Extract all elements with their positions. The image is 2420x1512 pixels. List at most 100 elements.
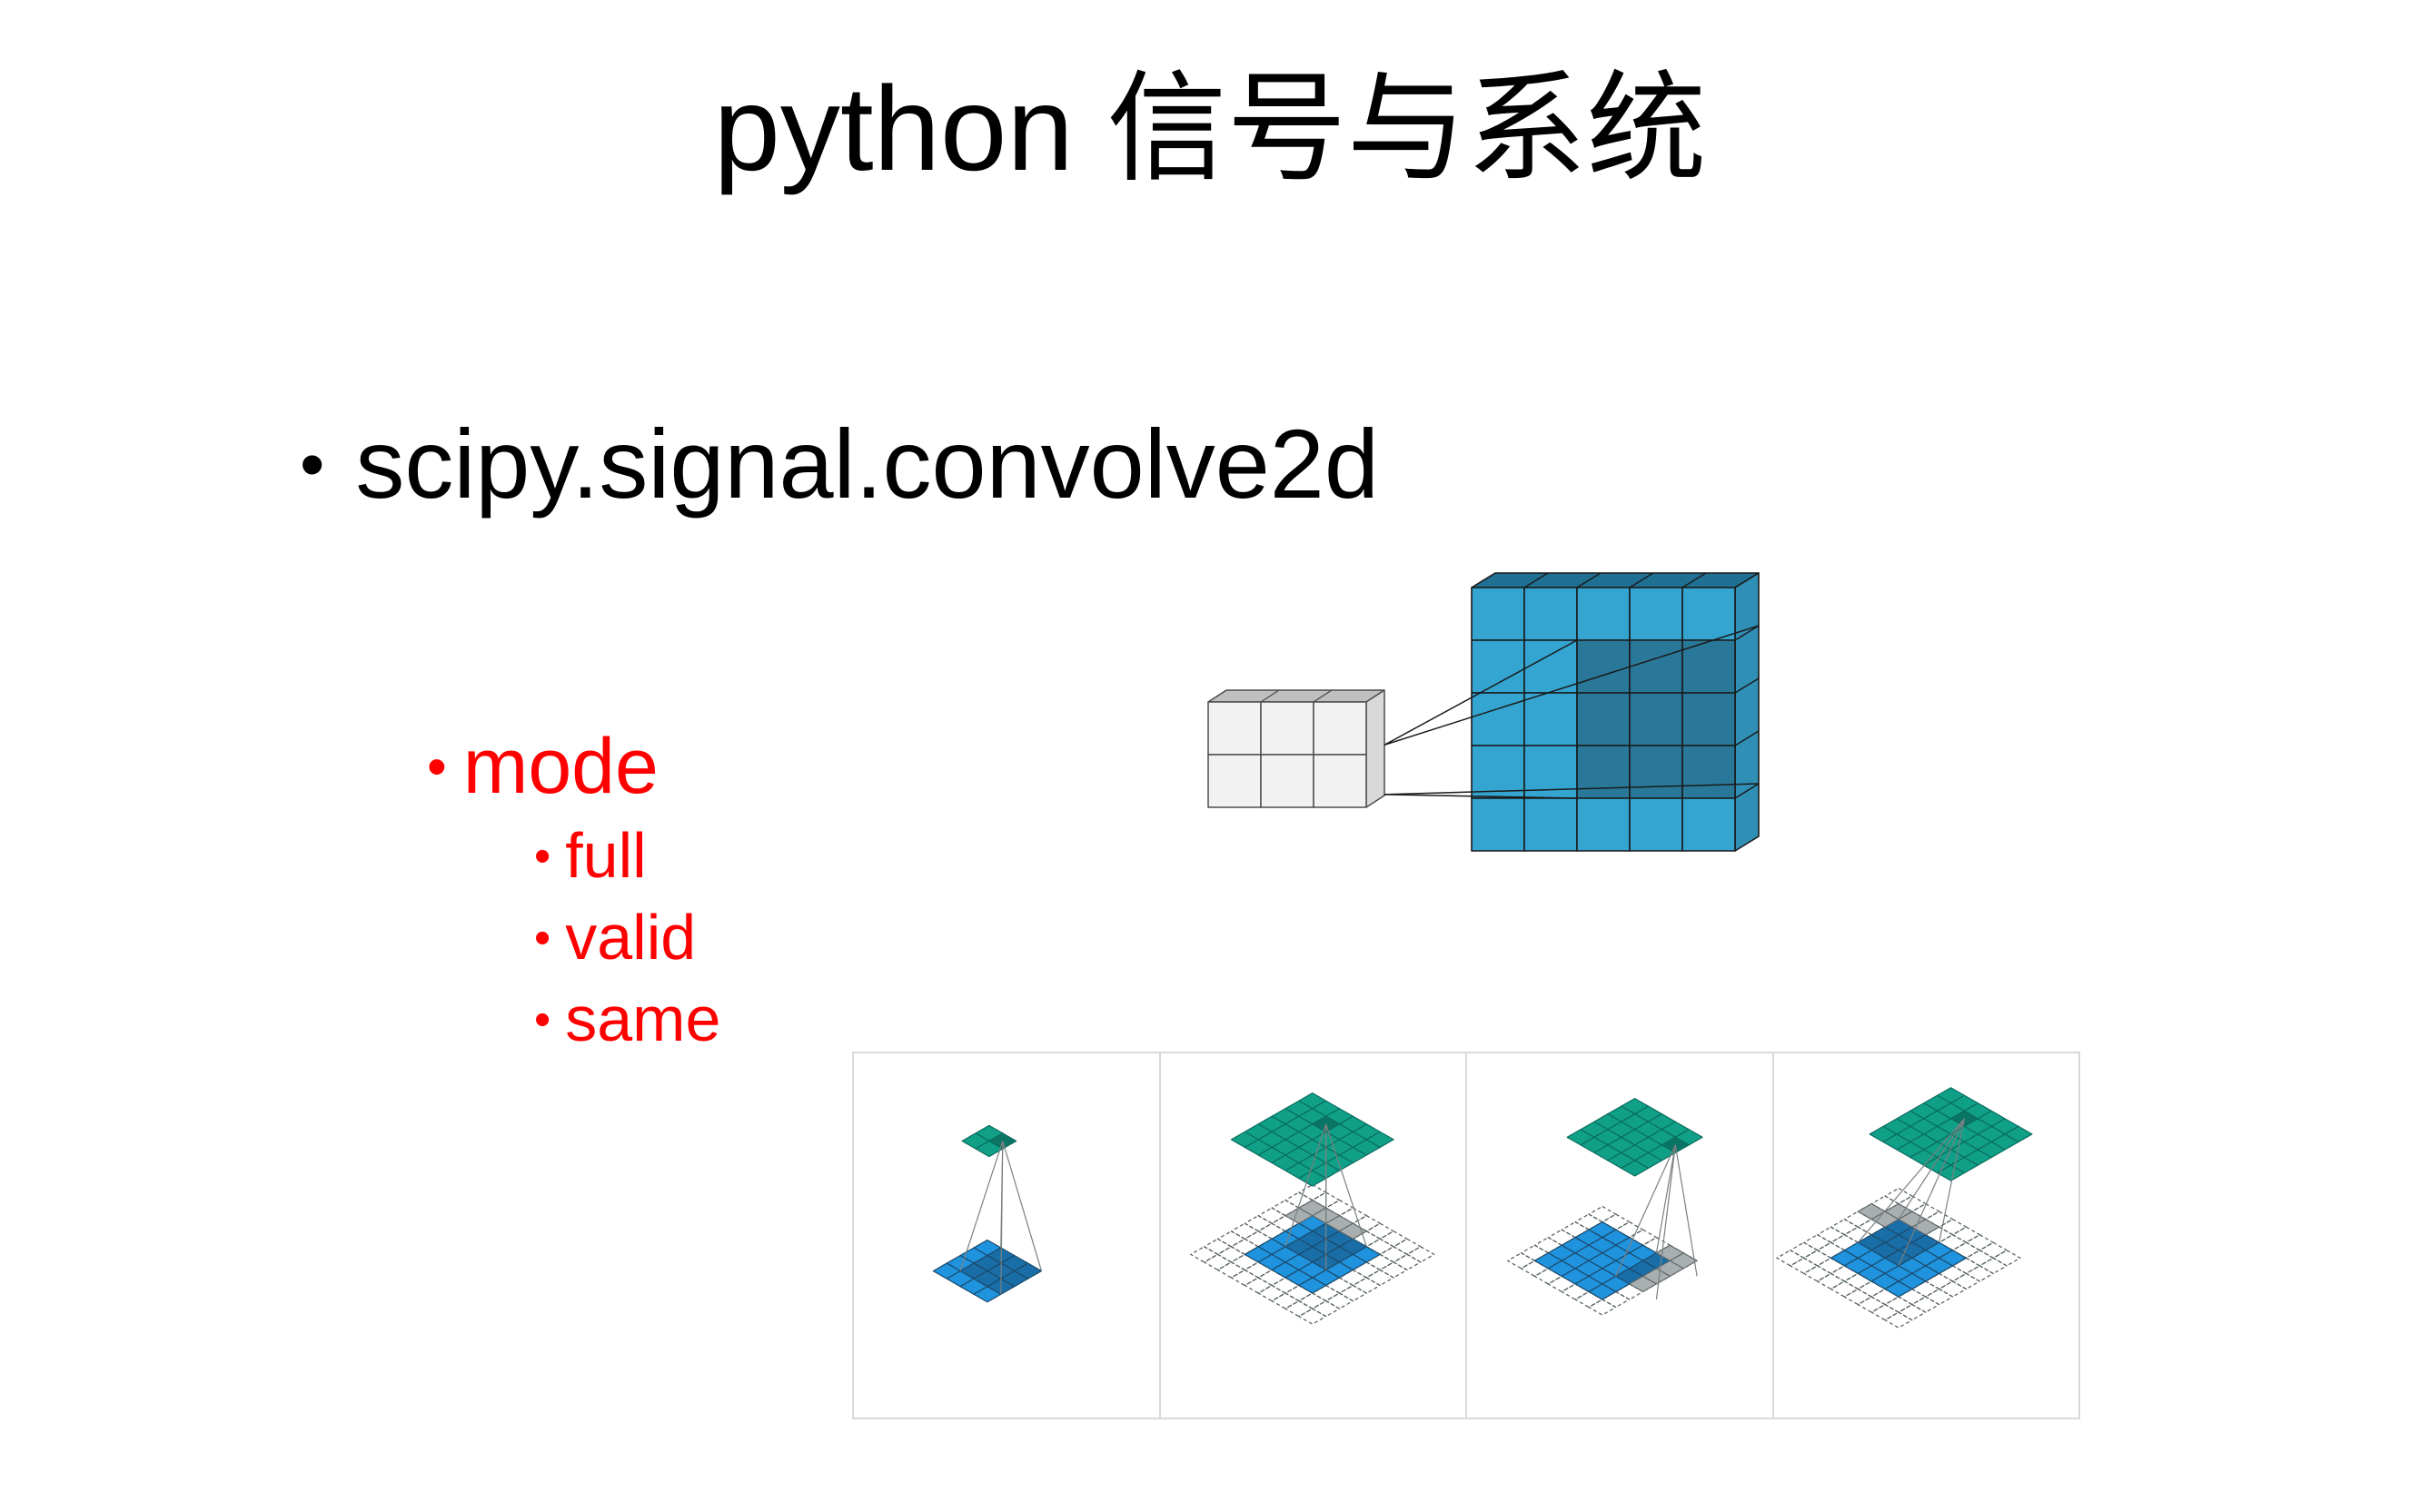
padding-cell [1775, 1250, 1804, 1267]
kernel-cell [1313, 701, 1367, 756]
padding-cell [1324, 1199, 1354, 1217]
feature-map-cell [1681, 797, 1736, 852]
padding-cell [1910, 1296, 1939, 1313]
kernel-top-edge [1313, 689, 1333, 703]
padding-cell [1588, 1205, 1617, 1223]
padding-cell [1897, 1303, 1926, 1321]
padding-cell [1802, 1234, 1831, 1251]
padding-cell [1297, 1292, 1326, 1309]
feature-map-top-edge [1576, 572, 1602, 588]
padding-cell [1507, 1252, 1536, 1270]
padding-cell [1405, 1246, 1434, 1263]
padding-cell [1629, 1229, 1658, 1246]
padding-cell [1843, 1288, 1872, 1306]
bullet-marker-icon: • [534, 830, 551, 884]
mode-panel-3-svg [1507, 1098, 1703, 1316]
padding-cell [1857, 1296, 1886, 1313]
padding-cell [1883, 1187, 1912, 1205]
padding-cell [1951, 1226, 1980, 1243]
padding-cell [1602, 1213, 1631, 1230]
padding-cell [1547, 1275, 1576, 1293]
padding-cell [1216, 1230, 1245, 1248]
padding-cell [1520, 1260, 1549, 1277]
projection-line [1384, 639, 1578, 746]
mode-option-list: • mode • full • valid • same [427, 717, 720, 1060]
projection-line [1857, 1118, 1965, 1243]
feature-map-side-edge [1734, 730, 1760, 746]
padding-cell [1802, 1250, 1831, 1267]
padding-cell [1789, 1257, 1818, 1275]
mode-panel-2-svg [1189, 1092, 1434, 1325]
padding-cell [1965, 1265, 1994, 1282]
page-title: python 信号与系统 [713, 62, 1707, 195]
feature-map-cell [1576, 587, 1631, 641]
padding-cell [1230, 1253, 1259, 1271]
feature-map-cell [1523, 797, 1578, 852]
padding-cell [1951, 1272, 1980, 1290]
padding-cell [1951, 1241, 1980, 1259]
feature-map-cell [1681, 745, 1736, 799]
bullet-item-full: • full [534, 815, 720, 897]
padding-cell [1816, 1241, 1845, 1259]
padding-cell [1615, 1220, 1644, 1239]
feature-map-cell [1523, 639, 1578, 694]
padding-cell [1561, 1220, 1590, 1239]
kernel-top-face [1207, 689, 1385, 703]
padding-cell [1365, 1269, 1394, 1287]
bullet-marker-icon: • [534, 911, 551, 964]
padding-cell [1244, 1230, 1273, 1248]
projection-line [1655, 1144, 1676, 1253]
feature-map-cell [1471, 692, 1525, 746]
feature-map-cell [1629, 797, 1683, 852]
padding-cell [1843, 1226, 1872, 1243]
padding-cell [1830, 1265, 1859, 1282]
padding-cell [1189, 1246, 1218, 1263]
feature-map-cell [1629, 745, 1683, 799]
feature-map-cell [1681, 692, 1736, 746]
feature-map-side-face [1734, 572, 1760, 852]
projection-line [1655, 1144, 1676, 1300]
padding-cell [1924, 1211, 1953, 1228]
bullet-item-valid: • valid [534, 897, 720, 979]
bullet-label-mode: mode [462, 723, 659, 810]
feature-map-cell [1576, 745, 1631, 799]
padding-cell [1857, 1280, 1886, 1298]
padding-cell [1257, 1207, 1286, 1224]
padding-cell [1216, 1261, 1245, 1279]
feature-map-cell [1629, 587, 1683, 641]
kernel-overlap-cell [1297, 1200, 1326, 1217]
mode-panel-4 [1774, 1053, 2079, 1418]
projection-line [1000, 1141, 1004, 1295]
kernel-overlap-cell [1857, 1203, 1886, 1220]
mode-panel-3 [1467, 1053, 1774, 1418]
padding-cell [1270, 1199, 1299, 1217]
padding-cell [1938, 1234, 1967, 1251]
padding-cell [1392, 1238, 1421, 1255]
padding-cell [1230, 1222, 1259, 1240]
padding-cell [1816, 1272, 1845, 1290]
padding-cell [1311, 1300, 1340, 1318]
padding-cell [1789, 1241, 1818, 1259]
bullet-item-same: • same [534, 979, 720, 1061]
kernel-cell [1313, 754, 1367, 808]
projection-line [1002, 1141, 1043, 1271]
padding-cell [1338, 1284, 1367, 1302]
padding-cell [1365, 1238, 1394, 1255]
padding-cell [1588, 1299, 1617, 1316]
feature-map-cell [1471, 639, 1525, 694]
padding-cell [1244, 1215, 1273, 1232]
padding-cell [1641, 1237, 1671, 1254]
kernel-cell [1207, 754, 1262, 808]
bullet-label-same: same [565, 983, 721, 1054]
feature-map-top-edge [1629, 572, 1654, 588]
feature-map-cell [1629, 692, 1683, 746]
padding-cell [1883, 1296, 1912, 1313]
input-cell [1297, 1277, 1326, 1294]
feature-map-cell [1576, 797, 1631, 852]
padding-cell [1979, 1257, 2008, 1275]
padding-cell [1244, 1261, 1273, 1279]
input-cell [973, 1286, 1002, 1303]
padding-cell [1244, 1277, 1273, 1294]
padding-cell [1830, 1280, 1859, 1298]
padding-cell [1992, 1250, 2021, 1267]
